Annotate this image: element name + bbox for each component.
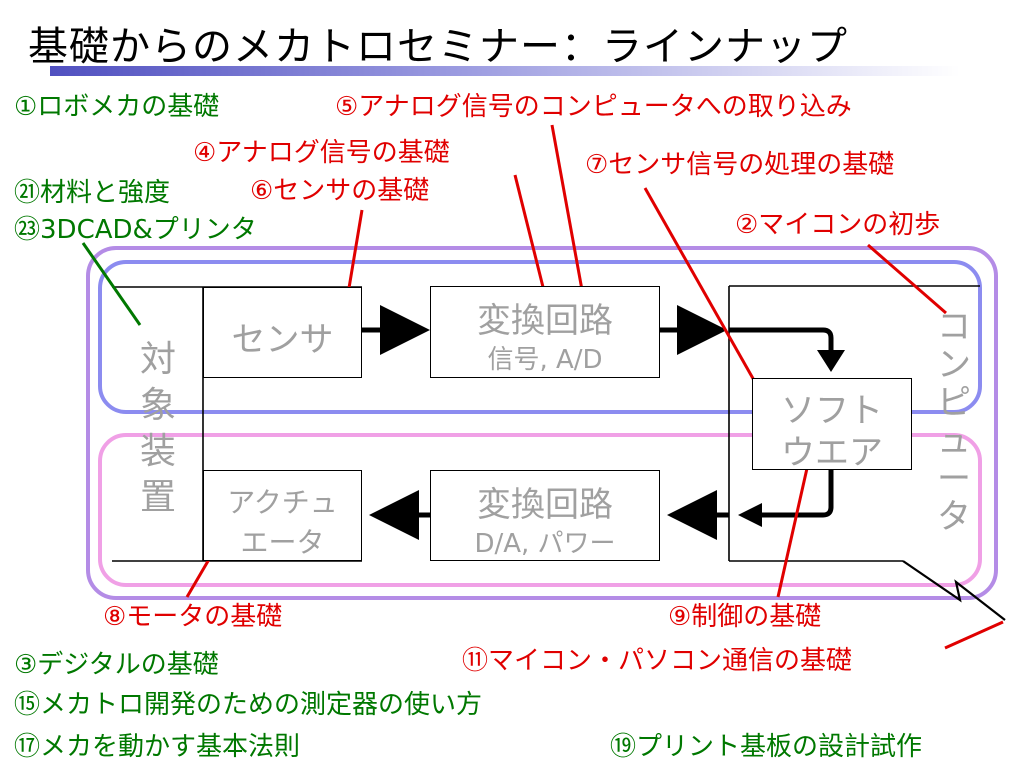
arrow-into-software-head bbox=[817, 350, 845, 372]
course-label-control: ⑨制御の基礎 bbox=[668, 602, 822, 632]
course-label-mechanics: ⑰メカを動かす基本法則 bbox=[14, 732, 301, 762]
target-device-label: 対 象 装 置 bbox=[139, 339, 176, 518]
course-label-microcomputer: ②マイコンの初歩 bbox=[735, 210, 941, 240]
software-label-line1: ソフト bbox=[781, 391, 883, 431]
page-title: 基礎からのメカトロセミナー：ラインナップ bbox=[28, 24, 848, 70]
arrow-out-of-software bbox=[760, 470, 834, 518]
actuation-loop bbox=[98, 433, 982, 587]
title-underline bbox=[50, 66, 960, 76]
software-label-line2: ウエア bbox=[781, 433, 883, 473]
course-label-digital: ③デジタルの基礎 bbox=[14, 650, 219, 680]
course-label-robomecha: ①ロボメカの基礎 bbox=[14, 92, 220, 122]
sensor-label: センサ bbox=[231, 320, 334, 360]
software-box: ソフト ウエア bbox=[752, 378, 912, 473]
input-converter-sub: 信号, A/D bbox=[487, 345, 603, 375]
course-label-instruments: ⑮メカトロ開発のための測定器の使い方 bbox=[14, 690, 483, 720]
sensor-box: センサ bbox=[203, 287, 362, 378]
break-mark bbox=[902, 560, 1006, 621]
leader-l4 bbox=[513, 174, 547, 296]
actuator-label-line2: エータ bbox=[240, 526, 325, 559]
leader-l11 bbox=[944, 620, 1004, 650]
leader-l23 bbox=[81, 242, 142, 326]
input-converter-box: 変換回路 信号, A/D bbox=[430, 286, 660, 378]
course-label-3dcad: ㉓3DCAD&プリンタ bbox=[14, 215, 257, 245]
course-label-analog-basics: ④アナログ信号の基礎 bbox=[193, 138, 450, 168]
output-converter-sub: D/A, パワー bbox=[474, 529, 616, 559]
course-label-analog-input: ⑤アナログ信号のコンピュータへの取り込み bbox=[335, 92, 852, 122]
computer-label: コ ン ピ ュ ー タ bbox=[937, 307, 971, 537]
input-converter-title: 変換回路 bbox=[477, 301, 613, 341]
actuator-label-line1: アクチュ bbox=[227, 486, 338, 519]
course-label-pcb: ⑲プリント基板の設計試作 bbox=[610, 732, 923, 762]
output-converter-title: 変換回路 bbox=[477, 485, 613, 525]
output-converter-box: 変換回路 D/A, パワー bbox=[430, 470, 660, 561]
course-label-materials: ㉑材料と強度 bbox=[14, 178, 171, 208]
course-label-sensor-signal: ⑦センサ信号の処理の基礎 bbox=[585, 150, 895, 180]
arrow-out-of-software-head bbox=[738, 503, 762, 527]
outer-loop bbox=[86, 246, 998, 600]
course-label-sensor-basics: ⑥センサの基礎 bbox=[250, 176, 430, 206]
leader-l7 bbox=[643, 187, 770, 406]
leader-l9 bbox=[776, 454, 812, 598]
course-label-motor: ⑧モータの基礎 bbox=[103, 602, 283, 632]
arrow-into-software bbox=[729, 327, 834, 365]
actuator-box: アクチュ エータ bbox=[203, 470, 362, 561]
leader-l2 bbox=[867, 243, 947, 315]
sensing-loop bbox=[98, 260, 982, 414]
course-label-communication: ⑪マイコン・パソコン通信の基礎 bbox=[462, 646, 853, 676]
